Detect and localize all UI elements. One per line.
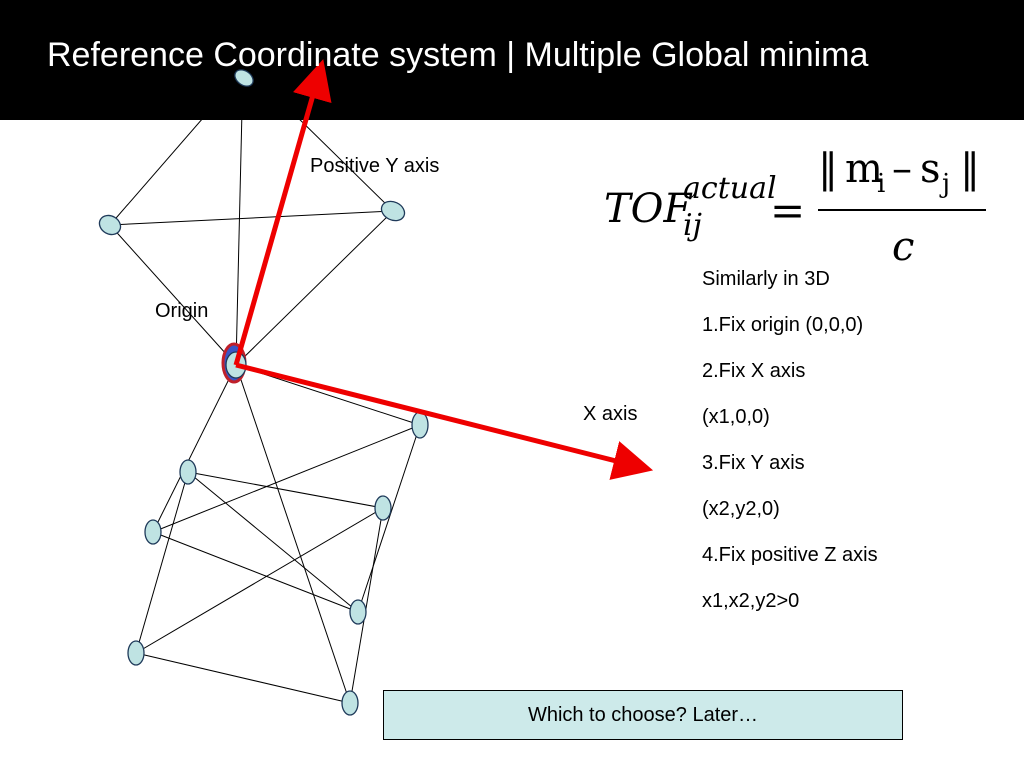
node — [374, 495, 392, 521]
step-item: (x2,y2,0) — [702, 498, 780, 520]
formula-numerator-m: m — [845, 146, 883, 192]
tof-formula: TOF actual ij = ‖ m i – s j ‖ c — [604, 146, 986, 270]
formula-lhs-superscript: actual — [683, 171, 777, 206]
network-nodes — [98, 69, 429, 716]
x-axis-label: X axis — [583, 403, 638, 425]
edge — [135, 471, 189, 654]
formula-denominator: c — [892, 224, 914, 270]
y-axis-arrow — [233, 59, 332, 366]
formula-equals: = — [770, 186, 805, 235]
edge — [289, 109, 394, 212]
edge — [349, 507, 384, 704]
node — [98, 214, 122, 236]
node — [341, 690, 359, 716]
origin-label: Origin — [155, 300, 209, 322]
formula-numerator-open: ‖ — [818, 146, 838, 192]
step-item: x1,x2,y2>0 — [702, 590, 800, 612]
note-text: Which to choose? Later… — [527, 703, 759, 726]
edge — [357, 424, 421, 613]
step-item: 2.Fix X axis — [702, 360, 806, 382]
edge — [135, 652, 351, 704]
step-item: (x1,0,0) — [702, 406, 770, 428]
edge — [187, 471, 359, 613]
formula-lhs-base: TOF — [604, 186, 692, 232]
node — [411, 411, 429, 439]
title-bar — [0, 0, 1024, 120]
edge — [235, 364, 351, 704]
edge — [109, 109, 211, 226]
network-edges — [109, 109, 421, 704]
edge — [187, 471, 384, 509]
steps-list: Similarly in 3D 1.Fix origin (0,0,0) 2.F… — [702, 264, 892, 632]
step-item: 3.Fix Y axis — [702, 452, 805, 474]
edge — [152, 364, 237, 533]
node — [234, 69, 254, 87]
formula-numerator-close: ‖ — [960, 146, 980, 192]
formula-numerator-m-sub: i — [877, 169, 885, 199]
node — [144, 519, 162, 545]
node — [349, 599, 367, 625]
formula-numerator-s: s — [920, 146, 941, 192]
edge — [109, 224, 237, 366]
formula-lhs-subscript: ij — [683, 208, 702, 243]
step-item: 1.Fix origin (0,0,0) — [702, 314, 864, 336]
step-item: 4.Fix positive Z axis — [702, 544, 878, 566]
formula-numerator-minus: – — [892, 146, 912, 192]
positive-y-axis-label: Positive Y axis — [310, 155, 440, 177]
steps-intro: Similarly in 3D — [702, 268, 830, 290]
edge — [135, 507, 384, 654]
edge — [152, 424, 421, 533]
slide-title: Reference Coordinate system | Multiple G… — [47, 36, 869, 74]
formula-numerator-s-sub: j — [939, 169, 950, 199]
node — [380, 200, 406, 222]
edge — [235, 109, 243, 366]
node — [179, 459, 197, 485]
edge — [152, 531, 359, 613]
node — [127, 640, 145, 666]
edge — [109, 210, 394, 226]
x-axis-arrow — [235, 362, 654, 480]
edge — [235, 210, 394, 366]
note-box: Which to choose? Later… — [383, 690, 903, 740]
